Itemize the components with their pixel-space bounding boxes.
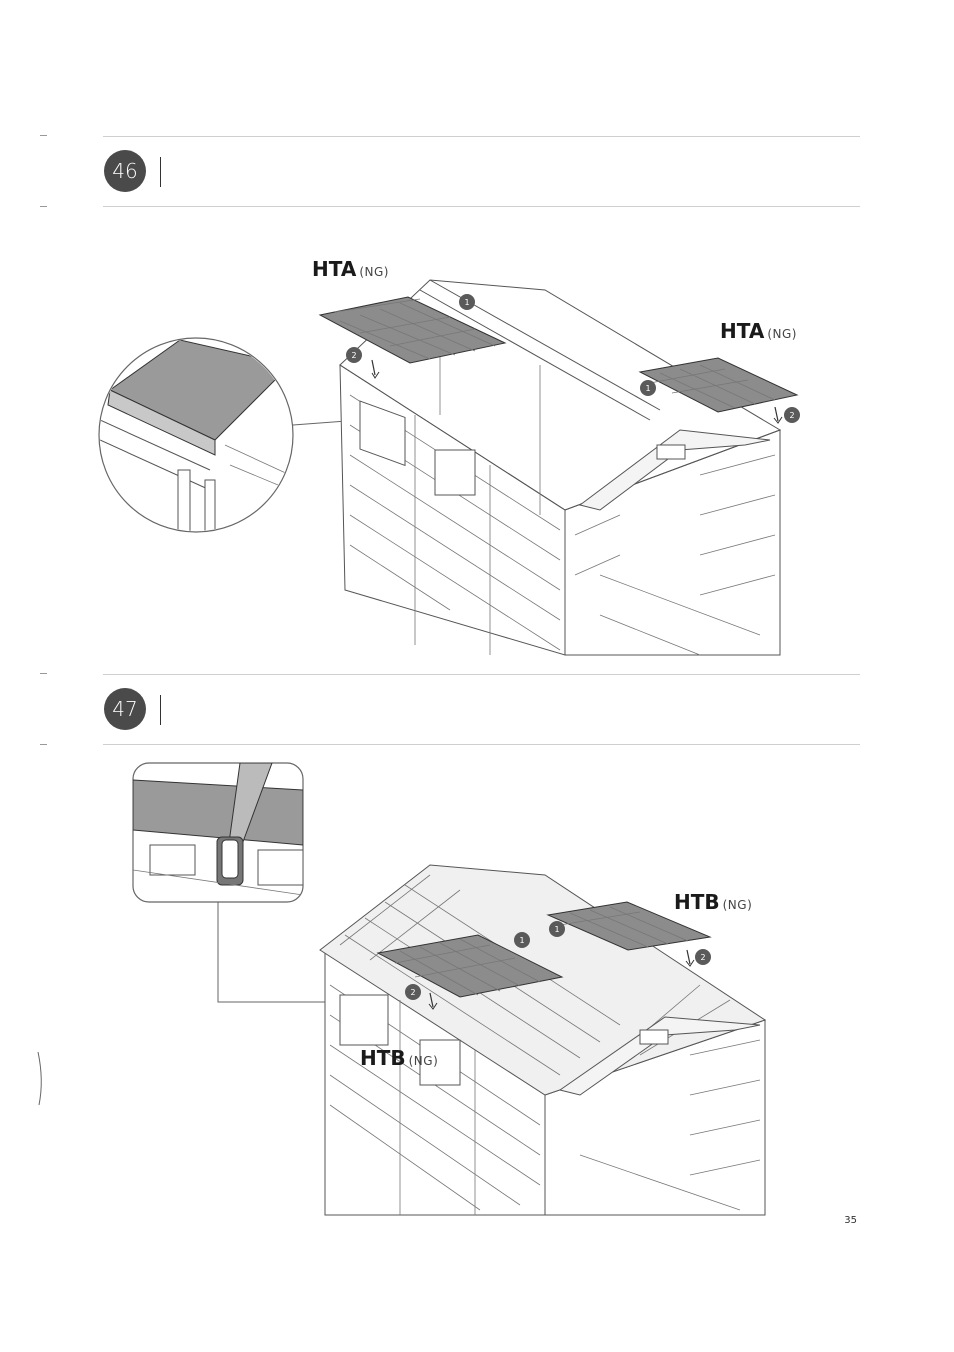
detail-magnifier [99,338,293,540]
part-code: HTA [312,257,356,281]
part-code: HTB [360,1046,406,1070]
part-note: (NG) [723,898,753,912]
hta-panel-right [640,358,797,423]
page-number: 35 [844,1215,857,1226]
margin-tick [40,206,47,207]
part-note: (NG) [359,265,389,279]
badge-step-2: 2 [346,347,362,363]
step-number-46: 46 [104,150,146,192]
svg-text:1: 1 [554,925,559,934]
part-label-hta: HTA(NG) [720,319,797,343]
svg-text:1: 1 [645,384,650,393]
badge-step-1: 1 [514,932,530,948]
part-code: HTA [720,319,764,343]
hta-panel-left [320,297,505,378]
part-code: HTB [674,890,720,914]
margin-tick [40,135,47,136]
step-47-illustration: 1 2 1 2 [0,755,954,1225]
part-note: (NG) [767,327,797,341]
step-separator [160,157,161,187]
badge-step-2: 2 [405,984,421,1000]
detail-inset [133,763,303,902]
step-divider [103,744,860,745]
part-note: (NG) [409,1054,439,1068]
shed-drawing [320,865,765,1215]
binding-mark [36,1050,46,1110]
step-divider [103,206,860,207]
step-46-illustration: 1 2 1 2 [0,215,954,685]
svg-text:2: 2 [789,411,794,420]
badge-step-1: 1 [459,294,475,310]
badge-step-2: 2 [695,949,711,965]
margin-tick [40,744,47,745]
svg-text:2: 2 [410,988,415,997]
badge-step-2: 2 [784,407,800,423]
svg-text:2: 2 [351,351,356,360]
step-separator [160,695,161,725]
svg-text:1: 1 [464,298,469,307]
part-label-htb: HTB(NG) [674,890,752,914]
part-label-htb: HTB(NG) [360,1046,438,1070]
step-divider [103,136,860,137]
part-label-hta: HTA(NG) [312,257,389,281]
badge-step-1: 1 [640,380,656,396]
step-number-47: 47 [104,688,146,730]
svg-text:2: 2 [700,953,705,962]
svg-text:1: 1 [519,936,524,945]
step-divider [103,674,860,675]
badge-step-1: 1 [549,921,565,937]
